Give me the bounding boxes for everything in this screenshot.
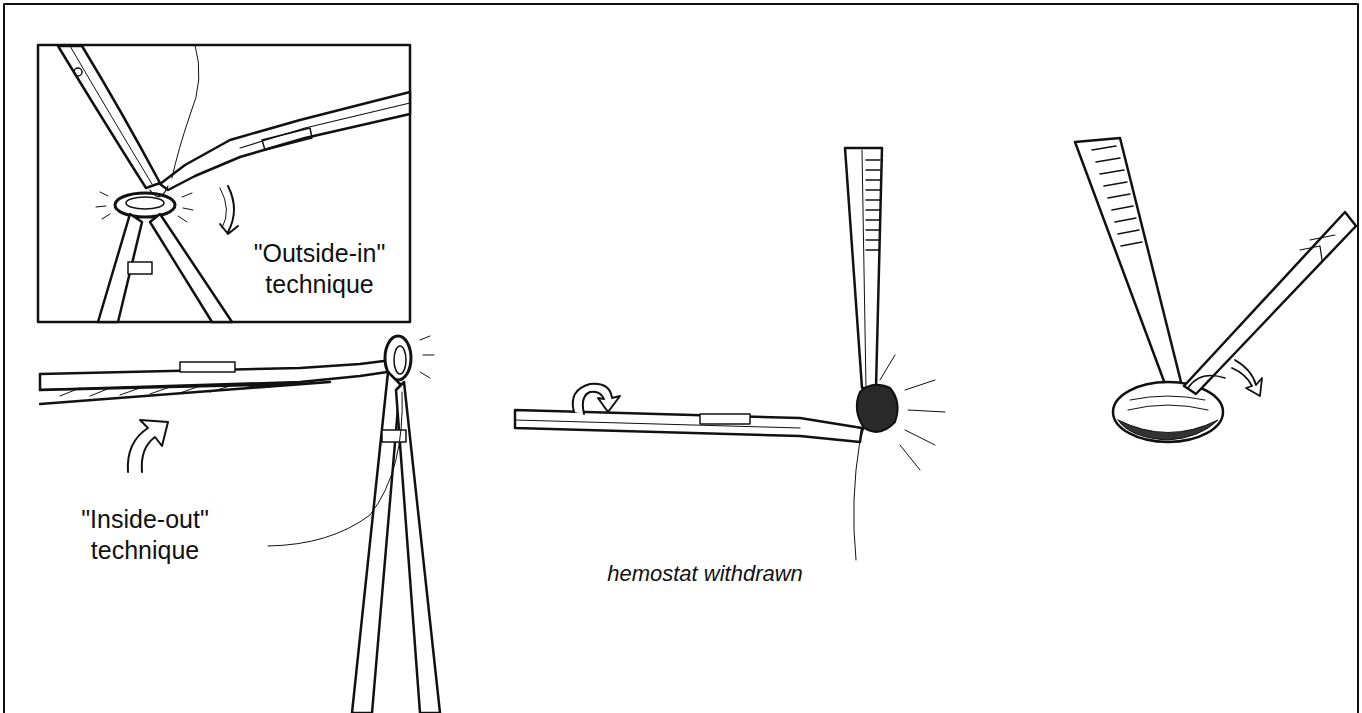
- forceps: [845, 148, 882, 388]
- forceps-part: [1075, 138, 1182, 392]
- tissue-ring-part: [150, 186, 168, 197]
- curved-arrow: [220, 186, 238, 234]
- needle-holder-part: [160, 92, 410, 190]
- forceps: [1075, 138, 1182, 392]
- hemostat: [515, 410, 862, 442]
- curved-forceps-part: [70, 46, 152, 184]
- curved-arrow: [1232, 360, 1262, 396]
- lower-clamp-part: [150, 214, 232, 322]
- needle-holder-part: [1184, 212, 1356, 394]
- tissue-mass: [1113, 382, 1223, 442]
- lower-clamp-part: [268, 392, 402, 546]
- step-note: hemostat withdrawn: [590, 558, 820, 589]
- curved-forceps: [58, 46, 160, 188]
- tissue-mass-part: [1118, 420, 1218, 440]
- needle-holder-part: [1188, 376, 1225, 388]
- forceps-part: [1092, 146, 1142, 246]
- hemostat-part: [515, 410, 862, 442]
- forceps-part: [866, 160, 880, 250]
- needle-holder-part: [240, 103, 410, 148]
- forceps-part: [862, 150, 866, 388]
- tissue-ring-part: [394, 346, 406, 374]
- figure-border: [4, 4, 1358, 713]
- tissue-ring-part: [115, 193, 175, 217]
- up-arrow-part: [128, 420, 168, 472]
- hemostat-part: [40, 382, 330, 404]
- needle-holder-part: [172, 45, 199, 178]
- needle-holder: [1184, 212, 1356, 394]
- tissue-ring: [385, 336, 434, 380]
- rotation-arrow-part: [573, 384, 620, 414]
- hemostat: [40, 360, 394, 404]
- needle-holder: [160, 45, 410, 190]
- inset-panel: [38, 45, 410, 322]
- hemostat-part: [515, 420, 800, 428]
- tissue-mass-part: [857, 385, 898, 432]
- curved-arrow-part: [220, 188, 227, 228]
- curved-arrow-part: [220, 186, 238, 234]
- hemostat-part: [180, 362, 235, 372]
- curved-forceps-part: [58, 46, 160, 188]
- lower-clamp-part: [352, 372, 400, 713]
- tissue-ring: [96, 186, 193, 222]
- lower-clamp-part: [128, 262, 152, 274]
- needle-holder-part: [1300, 235, 1335, 260]
- inset-panel-part: [38, 45, 410, 322]
- lower-clamp: [268, 372, 440, 713]
- up-arrow: [128, 420, 168, 472]
- curved-arrow-part: [1232, 360, 1262, 396]
- needle-holder-part: [262, 128, 312, 150]
- rotation-arrow: [573, 384, 620, 414]
- technique-label: "Outside-in" technique: [232, 238, 407, 300]
- hemostat-part: [60, 386, 230, 396]
- tissue-mass-part: [1128, 396, 1208, 410]
- forceps-part: [845, 148, 882, 388]
- figure-border-part: [4, 4, 1358, 713]
- curved-forceps-part: [74, 68, 82, 76]
- tissue-ring-part: [420, 336, 434, 378]
- tissue-ring-part: [126, 197, 164, 209]
- tissue-mass: [857, 385, 898, 432]
- technique-label: "Inside-out" technique: [55, 504, 235, 566]
- lower-clamp-part: [382, 430, 406, 442]
- lower-clamp: [98, 214, 232, 322]
- tissue-ring-part: [96, 192, 193, 222]
- hemostat-part: [700, 414, 750, 424]
- tissue-mass-part: [1113, 382, 1223, 442]
